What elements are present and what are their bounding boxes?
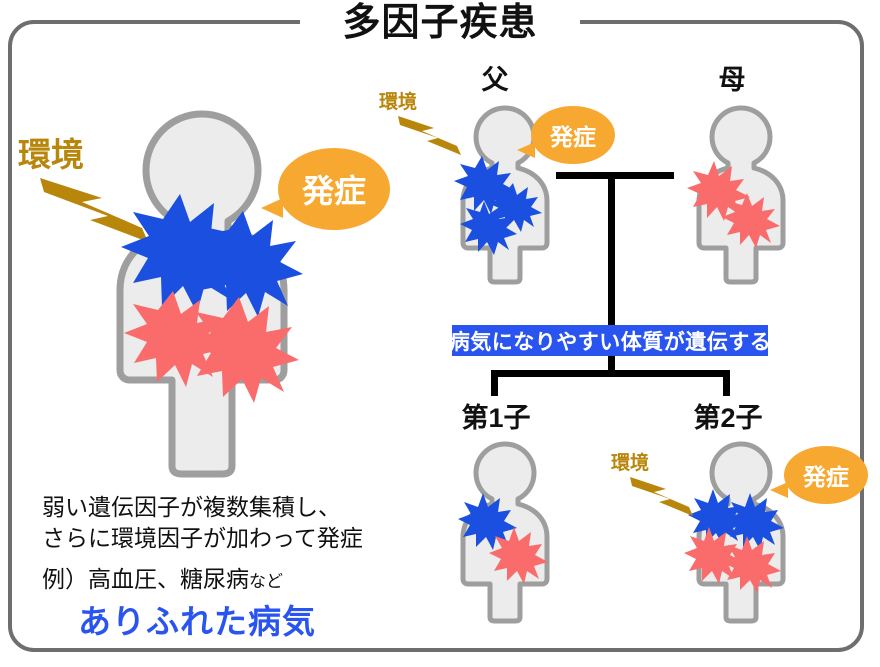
sibship-branch-child1 (491, 370, 498, 396)
sibship-branch-child2 (723, 370, 730, 396)
sibship-horizontal-line (491, 370, 730, 377)
example-main: 例）高血圧、糖尿病 (42, 566, 249, 592)
sibship-drop-line (608, 356, 615, 376)
description-line-1: 弱い遺伝因子が複数集積し、 (42, 494, 341, 520)
onset-bubble-tail-left (261, 198, 283, 218)
environment-label-left: 環境 (18, 136, 84, 173)
description-block: 弱い遺伝因子が複数集積し、 さらに環境因子が加わって発症 例）高血圧、糖尿病など (42, 492, 363, 597)
environment-label-father: 環境 (379, 92, 418, 113)
onset-bubble-label-left: 発症 (278, 148, 390, 230)
environment-label-child2: 環境 (611, 453, 650, 474)
person-affected-individual (92, 108, 312, 478)
onset-bubble-label-father: 発症 (531, 106, 615, 164)
marriage-line-horizontal (556, 172, 674, 179)
label-child1: 第1子 (461, 403, 531, 433)
description-line-2: さらに環境因子が加わって発症 (42, 525, 363, 551)
example-line: 例）高血圧、糖尿病など (42, 564, 363, 597)
title-backdrop (300, 2, 580, 46)
label-mother: 母 (718, 65, 746, 95)
person-mother (688, 104, 794, 286)
label-father: 父 (481, 65, 509, 95)
example-suffix: など (249, 572, 283, 591)
label-child2: 第2子 (693, 403, 763, 433)
onset-bubble-label-child2: 発症 (784, 446, 868, 504)
inheritance-banner: 病気になりやすい体質が遺伝する (449, 325, 771, 356)
marriage-line-vertical (608, 172, 615, 327)
person-child2 (688, 440, 794, 625)
lightning-bolt-icon-child2 (628, 473, 696, 517)
onset-bubble-tail-father (517, 142, 535, 158)
page-title: 多因子疾患 (342, 2, 538, 44)
headline-common-disease: ありふれた病気 (78, 603, 316, 640)
onset-bubble-tail-child2 (770, 482, 788, 498)
person-child1 (452, 440, 558, 625)
lightning-bolt-icon-father (396, 112, 464, 156)
